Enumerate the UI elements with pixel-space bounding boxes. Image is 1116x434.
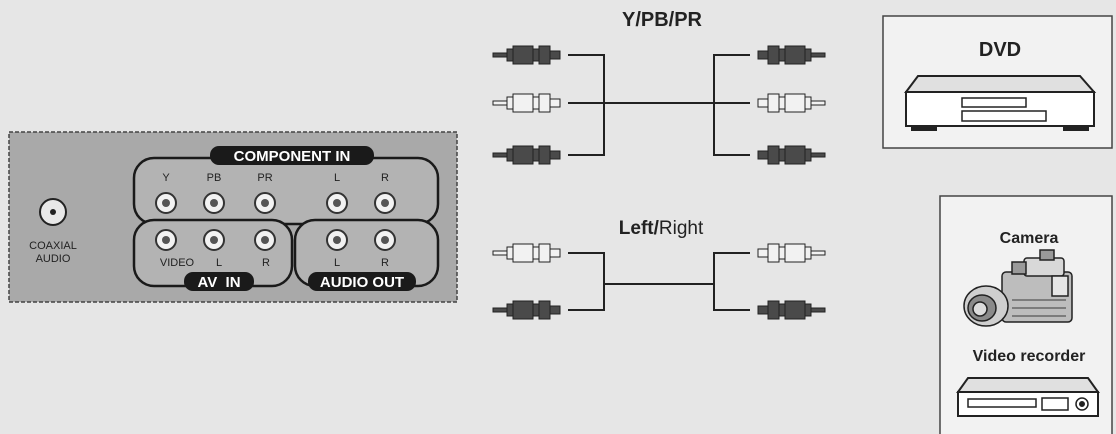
rca-jack-video: [155, 229, 177, 251]
camera-label: Camera: [1000, 230, 1059, 247]
video-cable-label: Y/PB/PR: [622, 9, 703, 31]
component-in-label: COMPONENT IN: [234, 148, 351, 165]
rca-plug-pb-left: [492, 93, 561, 113]
audio-cable-label-right: Right: [659, 218, 704, 239]
port-label-av-r: R: [262, 257, 270, 269]
port-label-video: VIDEO: [160, 257, 195, 269]
coaxial-jack: [39, 198, 67, 226]
rca-jack-av-l: [203, 229, 225, 251]
port-label-out-r: R: [381, 257, 389, 269]
rca-plug-audio-r-right: [757, 300, 826, 320]
audio-cable-label: Left/Right: [619, 218, 704, 239]
dvd-label: DVD: [979, 39, 1021, 61]
rca-plug-y-left: [492, 45, 561, 65]
tv-back-panel: COAXIAL AUDIO COMPONENT IN Y PB PR L R V…: [8, 131, 458, 303]
rca-jack-r: [374, 192, 396, 214]
dvd-device-box: DVD: [882, 15, 1113, 149]
port-label-out-l: L: [334, 257, 340, 269]
rca-jack-out-l: [326, 229, 348, 251]
coaxial-label-line1: COAXIAL: [29, 240, 77, 252]
rca-plug-pr-right: [757, 145, 826, 165]
port-label-pb: PB: [207, 172, 222, 184]
rca-plug-y-right: [757, 45, 826, 65]
component-video-cable: [568, 54, 750, 156]
port-label-y: Y: [162, 172, 170, 184]
rca-jack-out-r: [374, 229, 396, 251]
rca-jack-pr: [254, 192, 276, 214]
rca-plug-audio-l-right: [757, 243, 826, 263]
rca-plug-pr-left: [492, 145, 561, 165]
audio-cable-label-left: Left/: [619, 218, 660, 239]
rca-jack-l: [326, 192, 348, 214]
port-label-r: R: [381, 172, 389, 184]
port-label-pr: PR: [257, 172, 272, 184]
port-label-l: L: [334, 172, 340, 184]
audio-out-label: AUDIO OUT: [320, 274, 404, 291]
av-in-group: VIDEO L R AV IN: [132, 218, 294, 291]
rca-plug-pb-right: [757, 93, 826, 113]
vcr-icon: [956, 377, 1100, 417]
camcorder-icon: [963, 249, 1073, 327]
rca-jack-y: [155, 192, 177, 214]
av-in-label: AV IN: [197, 274, 240, 291]
port-label-av-l: L: [216, 257, 222, 269]
audio-out-group: L R AUDIO OUT: [293, 218, 440, 291]
audio-cable: [568, 252, 750, 311]
rca-plug-audio-l-left: [492, 243, 561, 263]
dvd-player-icon: [904, 75, 1097, 131]
rca-plug-audio-r-left: [492, 300, 561, 320]
camera-recorder-box: Camera Video recorder: [939, 195, 1113, 434]
component-in-group: COMPONENT IN Y PB PR L R: [132, 146, 440, 226]
rca-jack-pb: [203, 192, 225, 214]
video-recorder-label: Video recorder: [973, 348, 1086, 365]
rca-jack-av-r: [254, 229, 276, 251]
coaxial-label-line2: AUDIO: [36, 253, 71, 265]
